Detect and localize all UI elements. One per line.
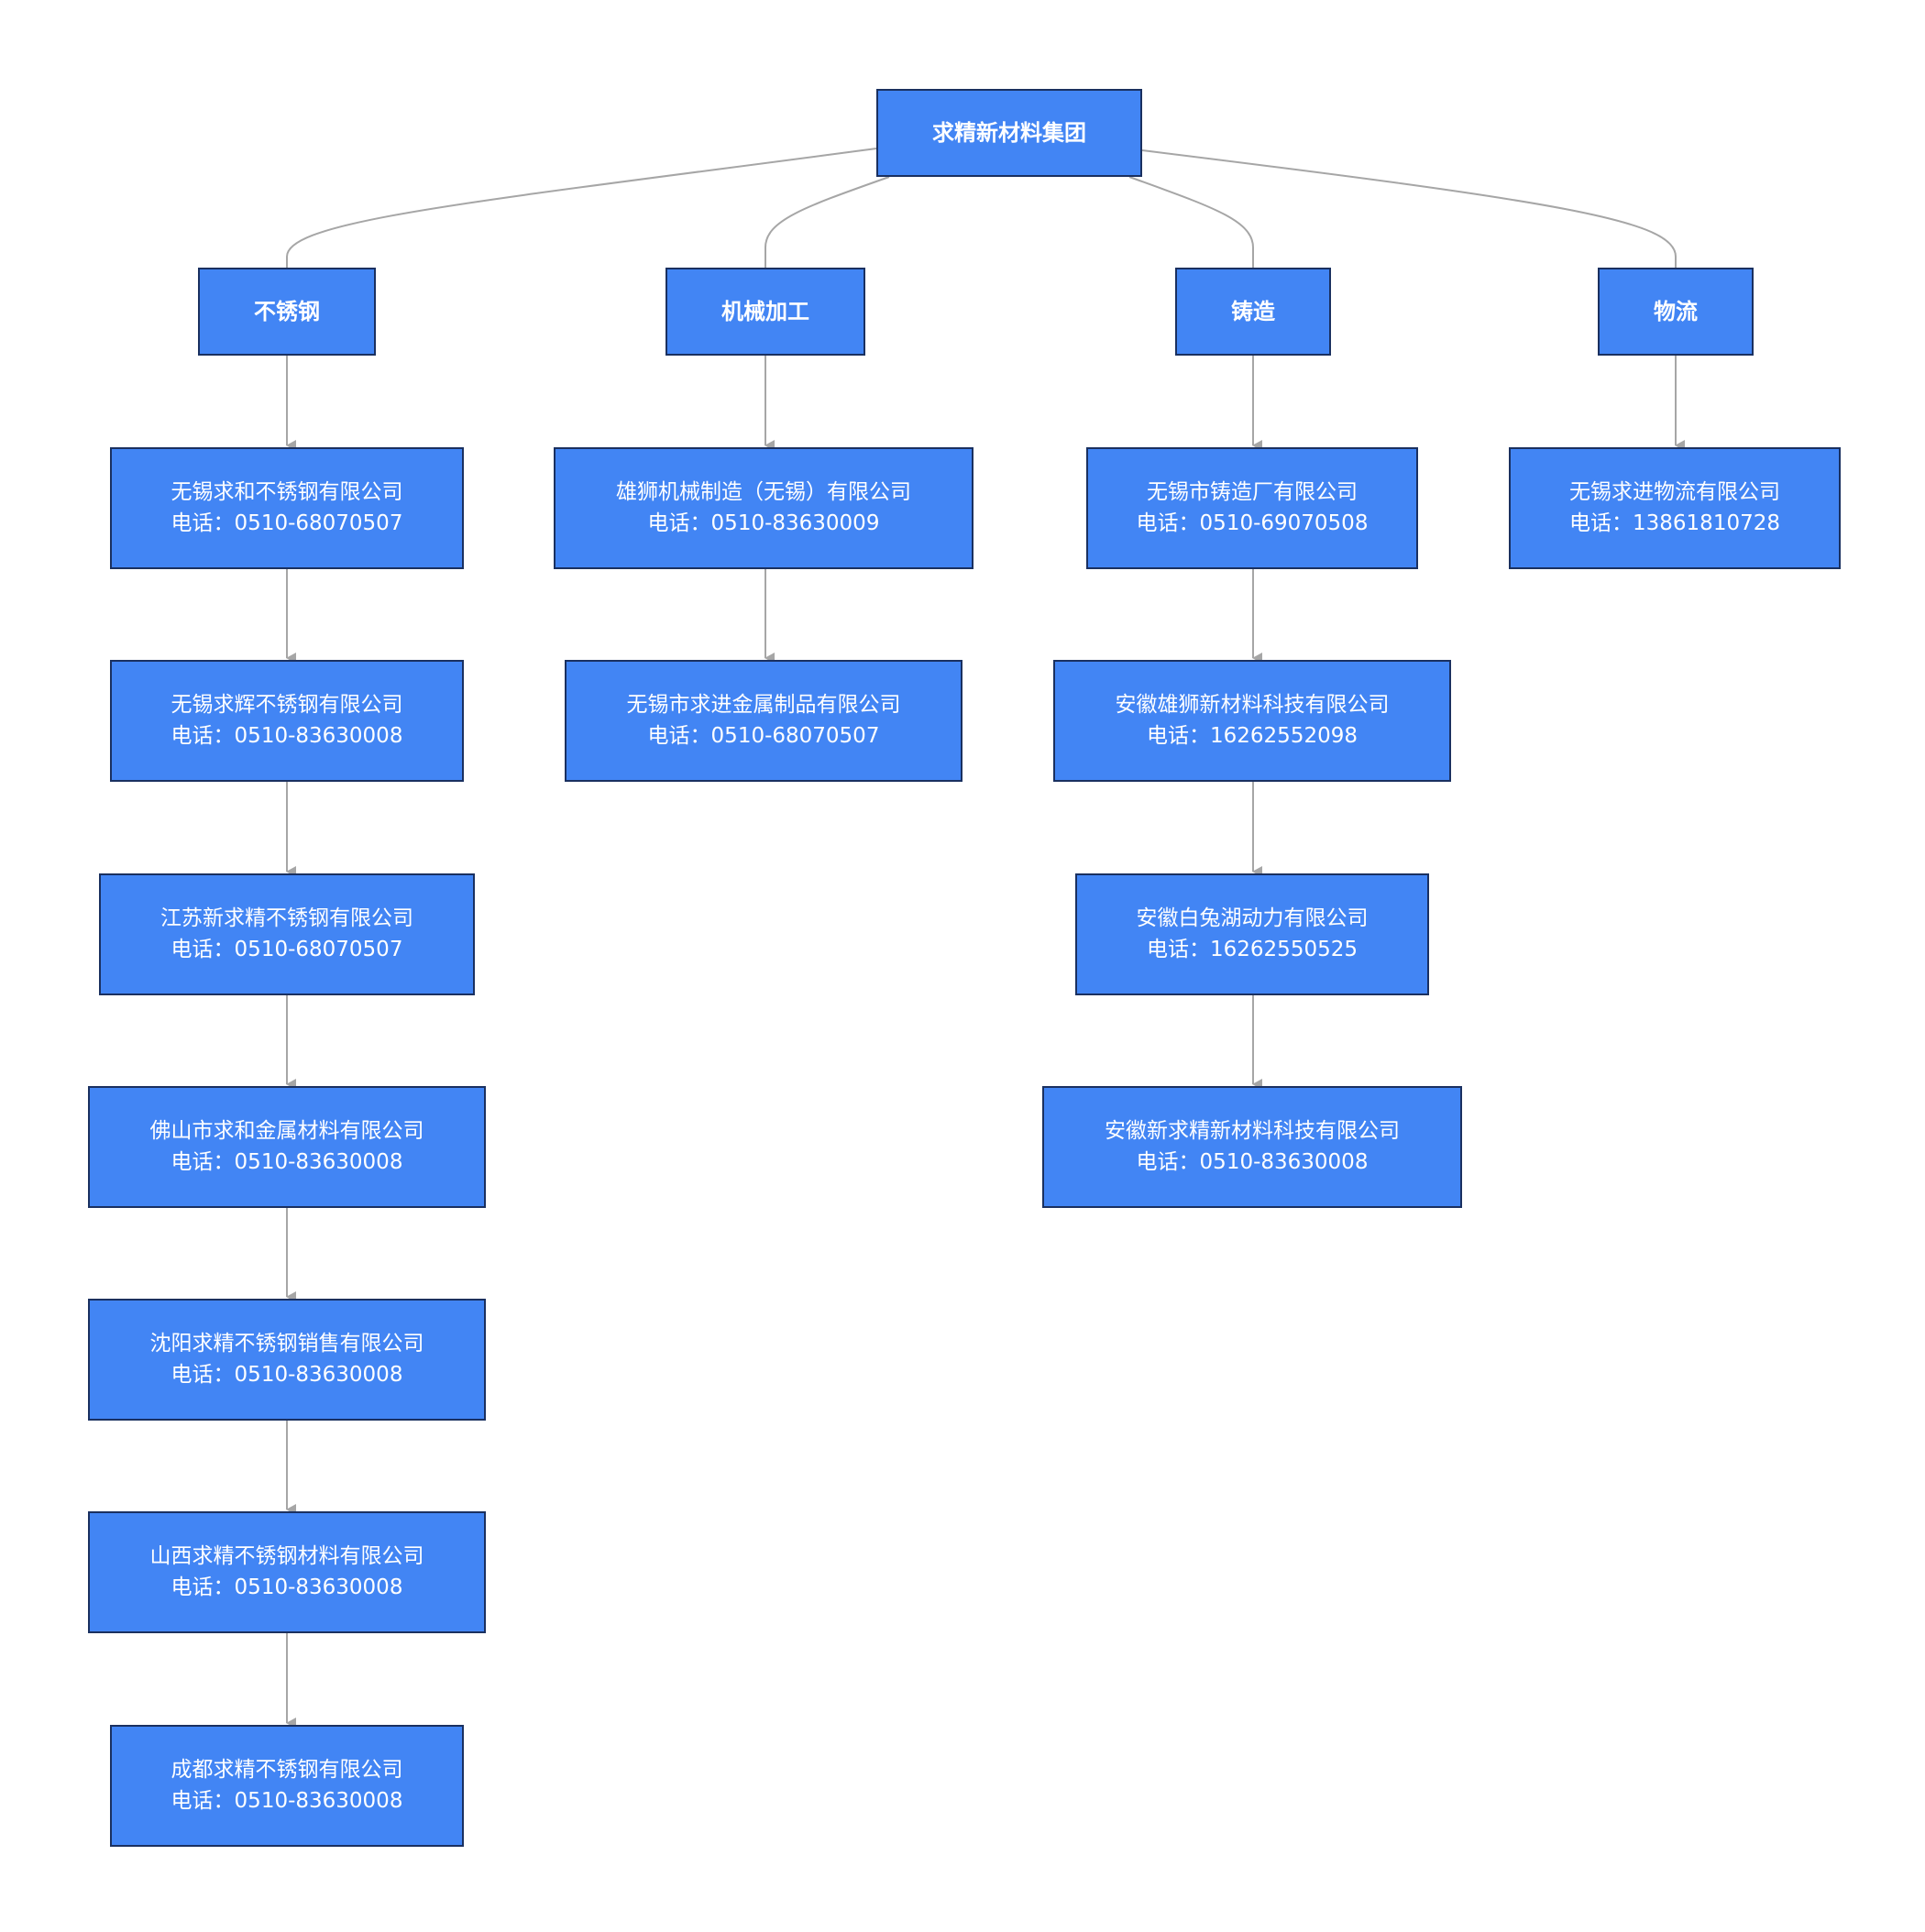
company-name: 安徽白兔湖动力有限公司 xyxy=(1136,906,1369,931)
company-node[interactable]: 山西求精不锈钢材料有限公司 电话：0510-83630008 xyxy=(88,1511,486,1633)
company-name: 无锡求和不锈钢有限公司 xyxy=(170,480,403,505)
category-node-logistics[interactable]: 物流 xyxy=(1598,268,1754,356)
company-node[interactable]: 安徽雄狮新材料科技有限公司 电话：16262552098 xyxy=(1053,660,1451,782)
company-phone: 电话：0510-83630008 xyxy=(170,1362,403,1387)
category-label: 铸造 xyxy=(1231,298,1275,324)
company-phone: 电话：0510-69070508 xyxy=(1136,510,1369,535)
company-name: 佛山市求和金属材料有限公司 xyxy=(149,1119,424,1144)
company-name: 成都求精不锈钢有限公司 xyxy=(170,1758,403,1783)
company-name: 安徽新求精新材料科技有限公司 xyxy=(1105,1119,1400,1144)
company-node[interactable]: 无锡求辉不锈钢有限公司 电话：0510-83630008 xyxy=(110,660,464,782)
edge-root-to-stainless xyxy=(286,148,877,268)
company-phone: 电话：0510-83630008 xyxy=(170,1575,403,1599)
company-phone: 电话：16262552098 xyxy=(1147,723,1358,748)
company-node[interactable]: 安徽新求精新材料科技有限公司 电话：0510-83630008 xyxy=(1042,1086,1462,1208)
company-node[interactable]: 成都求精不锈钢有限公司 电话：0510-83630008 xyxy=(110,1725,464,1847)
company-node[interactable]: 安徽白兔湖动力有限公司 电话：16262550525 xyxy=(1075,873,1429,995)
company-name: 安徽雄狮新材料科技有限公司 xyxy=(1115,693,1390,718)
category-label: 不锈钢 xyxy=(254,298,320,324)
category-node-casting[interactable]: 铸造 xyxy=(1175,268,1331,356)
company-phone: 电话：0510-68070507 xyxy=(647,723,880,748)
root-node[interactable]: 求精新材料集团 xyxy=(876,89,1142,177)
company-node[interactable]: 无锡市铸造厂有限公司 电话：0510-69070508 xyxy=(1086,447,1418,569)
company-name: 无锡市铸造厂有限公司 xyxy=(1147,480,1358,505)
company-name: 雄狮机械制造（无锡）有限公司 xyxy=(616,480,911,505)
company-phone: 电话：0510-68070507 xyxy=(170,937,403,961)
company-phone: 电话：0510-83630008 xyxy=(1136,1149,1369,1174)
edge-root-to-machining xyxy=(764,176,890,268)
root-node-label: 求精新材料集团 xyxy=(932,119,1086,146)
company-node[interactable]: 佛山市求和金属材料有限公司 电话：0510-83630008 xyxy=(88,1086,486,1208)
category-node-machining[interactable]: 机械加工 xyxy=(666,268,865,356)
company-phone: 电话：0510-83630008 xyxy=(170,723,403,748)
edge-root-to-casting xyxy=(1128,176,1254,268)
company-phone: 电话：0510-83630009 xyxy=(647,510,880,535)
category-label: 机械加工 xyxy=(721,298,809,324)
company-phone: 电话：0510-83630008 xyxy=(170,1788,403,1813)
edge-root-to-logistics xyxy=(1141,149,1677,268)
company-phone: 电话：13861810728 xyxy=(1569,510,1780,535)
company-name: 沈阳求精不锈钢销售有限公司 xyxy=(149,1332,424,1356)
company-node[interactable]: 无锡市求进金属制品有限公司 电话：0510-68070507 xyxy=(565,660,962,782)
company-node[interactable]: 雄狮机械制造（无锡）有限公司 电话：0510-83630009 xyxy=(554,447,974,569)
category-label: 物流 xyxy=(1654,298,1698,324)
company-name: 无锡求进物流有限公司 xyxy=(1569,480,1780,505)
company-phone: 电话：0510-83630008 xyxy=(170,1149,403,1174)
company-phone: 电话：0510-68070507 xyxy=(170,510,403,535)
category-node-stainless[interactable]: 不锈钢 xyxy=(198,268,376,356)
company-node[interactable]: 无锡求和不锈钢有限公司 电话：0510-68070507 xyxy=(110,447,464,569)
company-node[interactable]: 无锡求进物流有限公司 电话：13861810728 xyxy=(1509,447,1841,569)
company-name: 无锡市求进金属制品有限公司 xyxy=(626,693,901,718)
company-name: 山西求精不锈钢材料有限公司 xyxy=(149,1544,424,1569)
company-name: 无锡求辉不锈钢有限公司 xyxy=(170,693,403,718)
company-node[interactable]: 江苏新求精不锈钢有限公司 电话：0510-68070507 xyxy=(99,873,475,995)
company-node[interactable]: 沈阳求精不锈钢销售有限公司 电话：0510-83630008 xyxy=(88,1299,486,1421)
company-phone: 电话：16262550525 xyxy=(1147,937,1358,961)
company-name: 江苏新求精不锈钢有限公司 xyxy=(160,906,413,931)
